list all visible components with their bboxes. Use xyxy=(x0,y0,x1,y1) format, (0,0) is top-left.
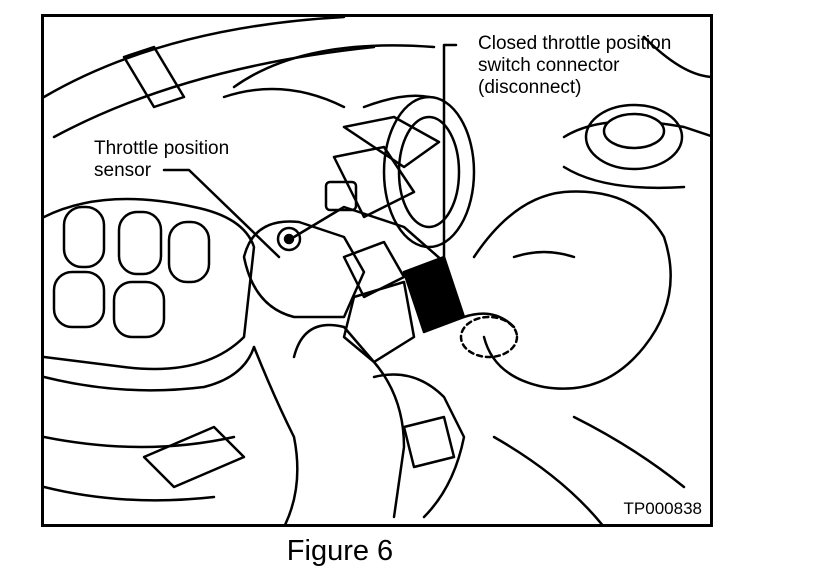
figure-id: TP000838 xyxy=(623,499,702,518)
figure-frame: Throttle position sensor Closed throttle… xyxy=(41,14,713,527)
closed-throttle-switch-connector-label: Closed throttle position switch connecto… xyxy=(478,33,672,98)
figure-caption: Figure 6 xyxy=(286,535,394,567)
throttle-position-sensor-label: Throttle position sensor xyxy=(94,138,230,181)
engine-illustration xyxy=(44,17,710,524)
